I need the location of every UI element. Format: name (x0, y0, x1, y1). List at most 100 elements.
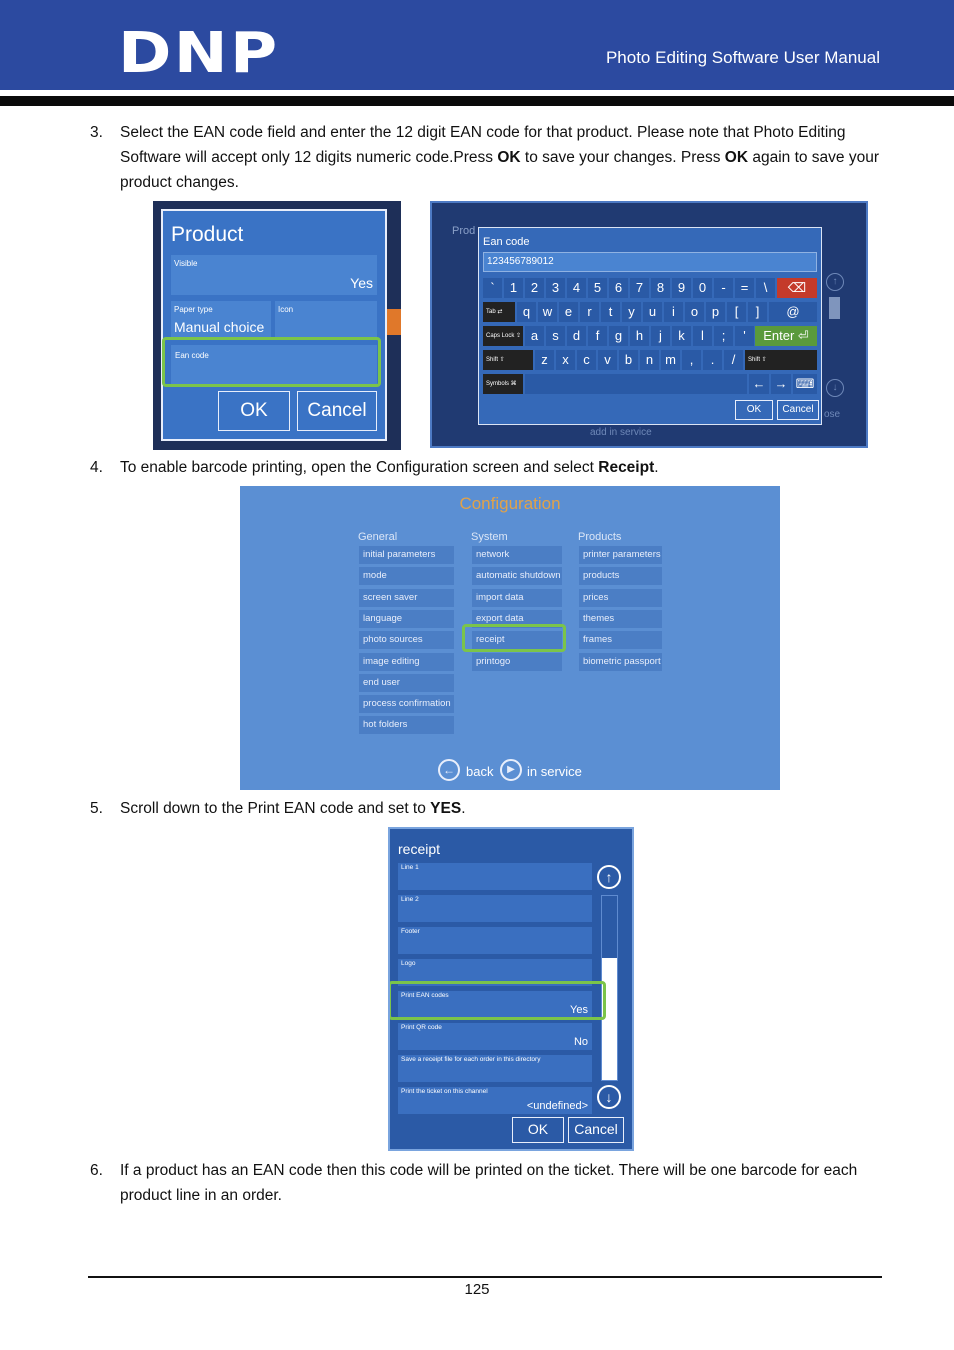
key-11[interactable]: - (714, 278, 733, 298)
shift-left-key[interactable]: Shift ⇧ (483, 350, 533, 370)
key-8[interactable]: . (703, 350, 722, 370)
key-p[interactable]: p (706, 302, 725, 322)
key-e[interactable]: e (559, 302, 578, 322)
cancel-button[interactable]: Cancel (777, 400, 819, 420)
key-@[interactable]: @ (769, 302, 817, 322)
key-s[interactable]: s (546, 326, 565, 346)
key-d[interactable]: d (567, 326, 586, 346)
receipt-field[interactable]: Line 1 (398, 863, 592, 890)
symbols-key[interactable]: Symbols ⌘ (483, 374, 523, 394)
in-service-icon[interactable]: ▶ (500, 759, 522, 781)
key-i[interactable]: i (664, 302, 683, 322)
backspace-key[interactable]: ⌫ (777, 278, 817, 298)
menu-item-export-data[interactable]: export data (472, 609, 562, 628)
key-o[interactable]: o (685, 302, 704, 322)
key-k[interactable]: k (672, 326, 691, 346)
key-g[interactable]: g (609, 326, 628, 346)
receipt-field[interactable]: Footer (398, 927, 592, 954)
key-3[interactable]: 3 (546, 278, 565, 298)
visible-field[interactable]: Visible Yes (171, 255, 377, 295)
menu-item-frames[interactable]: frames (579, 631, 662, 650)
right-arrow-key[interactable]: → (771, 374, 791, 394)
key-l[interactable]: l (693, 326, 712, 346)
ean-input[interactable]: 123456789012 (483, 252, 817, 272)
scrollbar[interactable] (829, 297, 840, 319)
key-2[interactable]: c (577, 350, 596, 370)
in-service-button[interactable]: in service (527, 764, 582, 779)
key-7[interactable]: , (682, 350, 701, 370)
shift-right-key[interactable]: Shift ⇧ (745, 350, 817, 370)
key-9[interactable]: / (724, 350, 743, 370)
ean-code-field[interactable]: Ean code (171, 345, 377, 385)
ok-button[interactable]: OK (218, 391, 290, 431)
scroll-down-icon[interactable]: ↓ (826, 379, 844, 397)
key-r[interactable]: r (580, 302, 599, 322)
key-12[interactable]: = (735, 278, 754, 298)
scroll-up-icon[interactable]: ↑ (597, 865, 621, 889)
back-icon[interactable]: ← (438, 759, 460, 781)
key-9[interactable]: 9 (672, 278, 691, 298)
icon-field[interactable]: Icon (275, 301, 377, 339)
key-2[interactable]: 2 (525, 278, 544, 298)
key-1[interactable]: 1 (504, 278, 523, 298)
tab-key[interactable]: Tab ⇄ (483, 302, 515, 322)
ok-button[interactable]: OK (512, 1117, 564, 1143)
enter-key[interactable]: Enter ⏎ (755, 326, 817, 346)
key-1[interactable]: x (556, 350, 575, 370)
menu-item-mode[interactable]: mode (359, 567, 454, 586)
menu-item-printer-parameters[interactable]: printer parameters (579, 546, 662, 564)
menu-item-language[interactable]: language (359, 609, 454, 628)
menu-item-screen-saver[interactable]: screen saver (359, 588, 454, 607)
key-6[interactable]: 6 (609, 278, 628, 298)
key-q[interactable]: q (517, 302, 536, 322)
caps-lock-key[interactable]: Caps Lock ⇪ (483, 326, 523, 346)
key-5[interactable]: 5 (588, 278, 607, 298)
keyboard-icon[interactable]: ⌨ (793, 374, 817, 394)
key-8[interactable]: 8 (651, 278, 670, 298)
key-'[interactable]: ' (735, 326, 754, 346)
key-[[interactable]: [ (727, 302, 746, 322)
menu-item-hot-folders[interactable]: hot folders (359, 716, 454, 735)
menu-item-import-data[interactable]: import data (472, 588, 562, 607)
scroll-down-icon[interactable]: ↓ (597, 1085, 621, 1109)
key-h[interactable]: h (630, 326, 649, 346)
receipt-field[interactable]: Print the ticket on this channel<undefin… (398, 1087, 592, 1114)
menu-item-products[interactable]: products (579, 567, 662, 586)
menu-item-prices[interactable]: prices (579, 588, 662, 607)
key-j[interactable]: j (651, 326, 670, 346)
back-button[interactable]: back (466, 764, 494, 779)
key-;[interactable]: ; (714, 326, 733, 346)
receipt-field[interactable]: Save a receipt file for each order in th… (398, 1055, 592, 1082)
key-4[interactable]: 4 (567, 278, 586, 298)
key-7[interactable]: 7 (630, 278, 649, 298)
menu-item-receipt[interactable]: receipt (472, 631, 562, 650)
menu-item-image-editing[interactable]: image editing (359, 652, 454, 671)
key-10[interactable]: 0 (693, 278, 712, 298)
menu-item-themes[interactable]: themes (579, 609, 662, 628)
key-3[interactable]: v (598, 350, 617, 370)
menu-item-printogo[interactable]: printogo (472, 652, 562, 671)
menu-item-automatic-shutdown[interactable]: automatic shutdown (472, 567, 562, 586)
key-w[interactable]: w (538, 302, 557, 322)
key-t[interactable]: t (601, 302, 620, 322)
key-y[interactable]: y (622, 302, 641, 322)
left-arrow-key[interactable]: ← (749, 374, 769, 394)
key-13[interactable]: \ (756, 278, 775, 298)
key-a[interactable]: a (525, 326, 544, 346)
cancel-button[interactable]: Cancel (568, 1117, 624, 1143)
paper-type-field[interactable]: Paper type Manual choice (171, 301, 271, 339)
key-][interactable]: ] (748, 302, 767, 322)
menu-item-process-confirmation[interactable]: process confirmation (359, 695, 454, 714)
menu-item-initial-parameters[interactable]: initial parameters (359, 546, 454, 564)
receipt-field[interactable]: Line 2 (398, 895, 592, 922)
menu-item-end-user-informations[interactable]: end user informations (359, 673, 454, 706)
key-0[interactable]: z (535, 350, 554, 370)
scroll-up-icon[interactable]: ↑ (826, 273, 844, 291)
key-6[interactable]: m (661, 350, 680, 370)
menu-item-biometric-passport[interactable]: biometric passport (579, 652, 662, 671)
space-key[interactable] (525, 374, 747, 394)
key-0[interactable]: ` (483, 278, 502, 298)
key-u[interactable]: u (643, 302, 662, 322)
